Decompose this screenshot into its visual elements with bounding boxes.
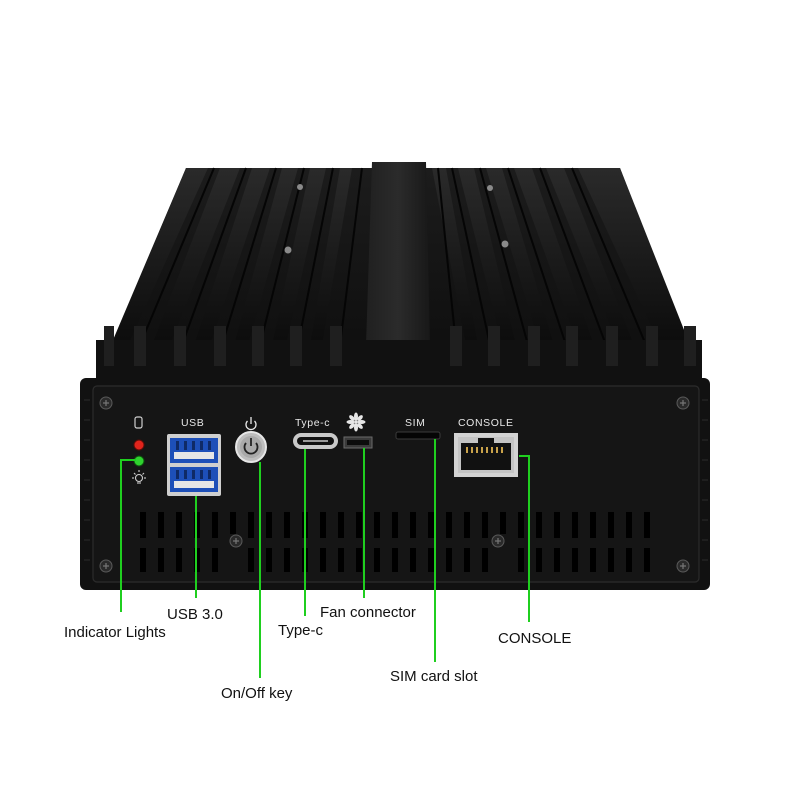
callout-indicator-lights: Indicator Lights: [64, 624, 166, 641]
console-port: [454, 433, 518, 477]
callout-fan-connector: Fan connector: [320, 604, 416, 621]
panel-label-type-c: Type-c: [295, 417, 330, 429]
fan-connector-port: [343, 436, 373, 449]
power-button[interactable]: [235, 431, 267, 463]
heatsink: [96, 162, 702, 380]
front-panel: USB Type-c SIM CONSOLE: [80, 378, 710, 590]
type-c-port: [293, 433, 338, 449]
power-icon-label: [245, 417, 257, 431]
leader-indicator-lights: [120, 459, 136, 612]
sim-card-slot-port: [395, 431, 441, 440]
panel-label-console: CONSOLE: [458, 417, 514, 429]
leader-lines: [120, 439, 530, 678]
panel-screws: [99, 396, 690, 573]
led-red: [133, 439, 145, 451]
panel-label-sim: SIM: [405, 417, 425, 429]
fan-icon: [346, 412, 366, 432]
callout-usb-3-0: USB 3.0: [167, 606, 223, 623]
callout-on-off-key: On/Off key: [221, 685, 293, 702]
panel-label-usb: USB: [181, 417, 204, 429]
leader-console: [519, 455, 530, 622]
callout-type-c: Type-c: [278, 622, 324, 639]
bulb-icon: [132, 470, 146, 484]
usb-3-port-stack: [167, 434, 221, 496]
disk-icon: [134, 416, 143, 429]
callout-sim-card-slot: SIM card slot: [390, 668, 478, 685]
callout-console: CONSOLE: [498, 630, 572, 647]
